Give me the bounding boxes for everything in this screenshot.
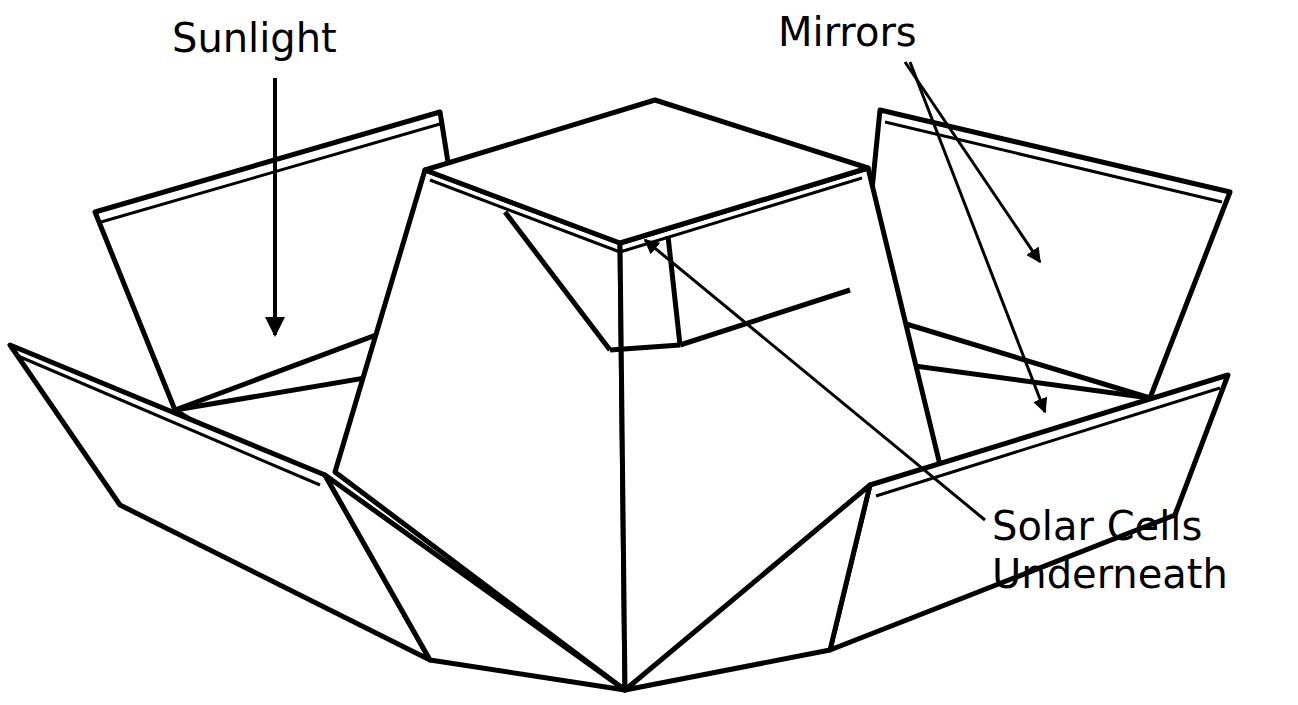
mirror-panel — [325, 475, 625, 690]
mirrors-label: Mirrors — [778, 8, 978, 56]
leader-line — [905, 62, 1040, 262]
pyramid-top — [425, 100, 868, 243]
solar-cells-label: Solar Cells Underneath — [992, 502, 1277, 598]
mirror-panel — [625, 485, 870, 690]
sunlight-arrow — [273, 78, 277, 335]
leader-line — [645, 240, 985, 520]
sunlight-label: Sunlight — [172, 14, 412, 62]
leader-line — [910, 62, 1045, 412]
